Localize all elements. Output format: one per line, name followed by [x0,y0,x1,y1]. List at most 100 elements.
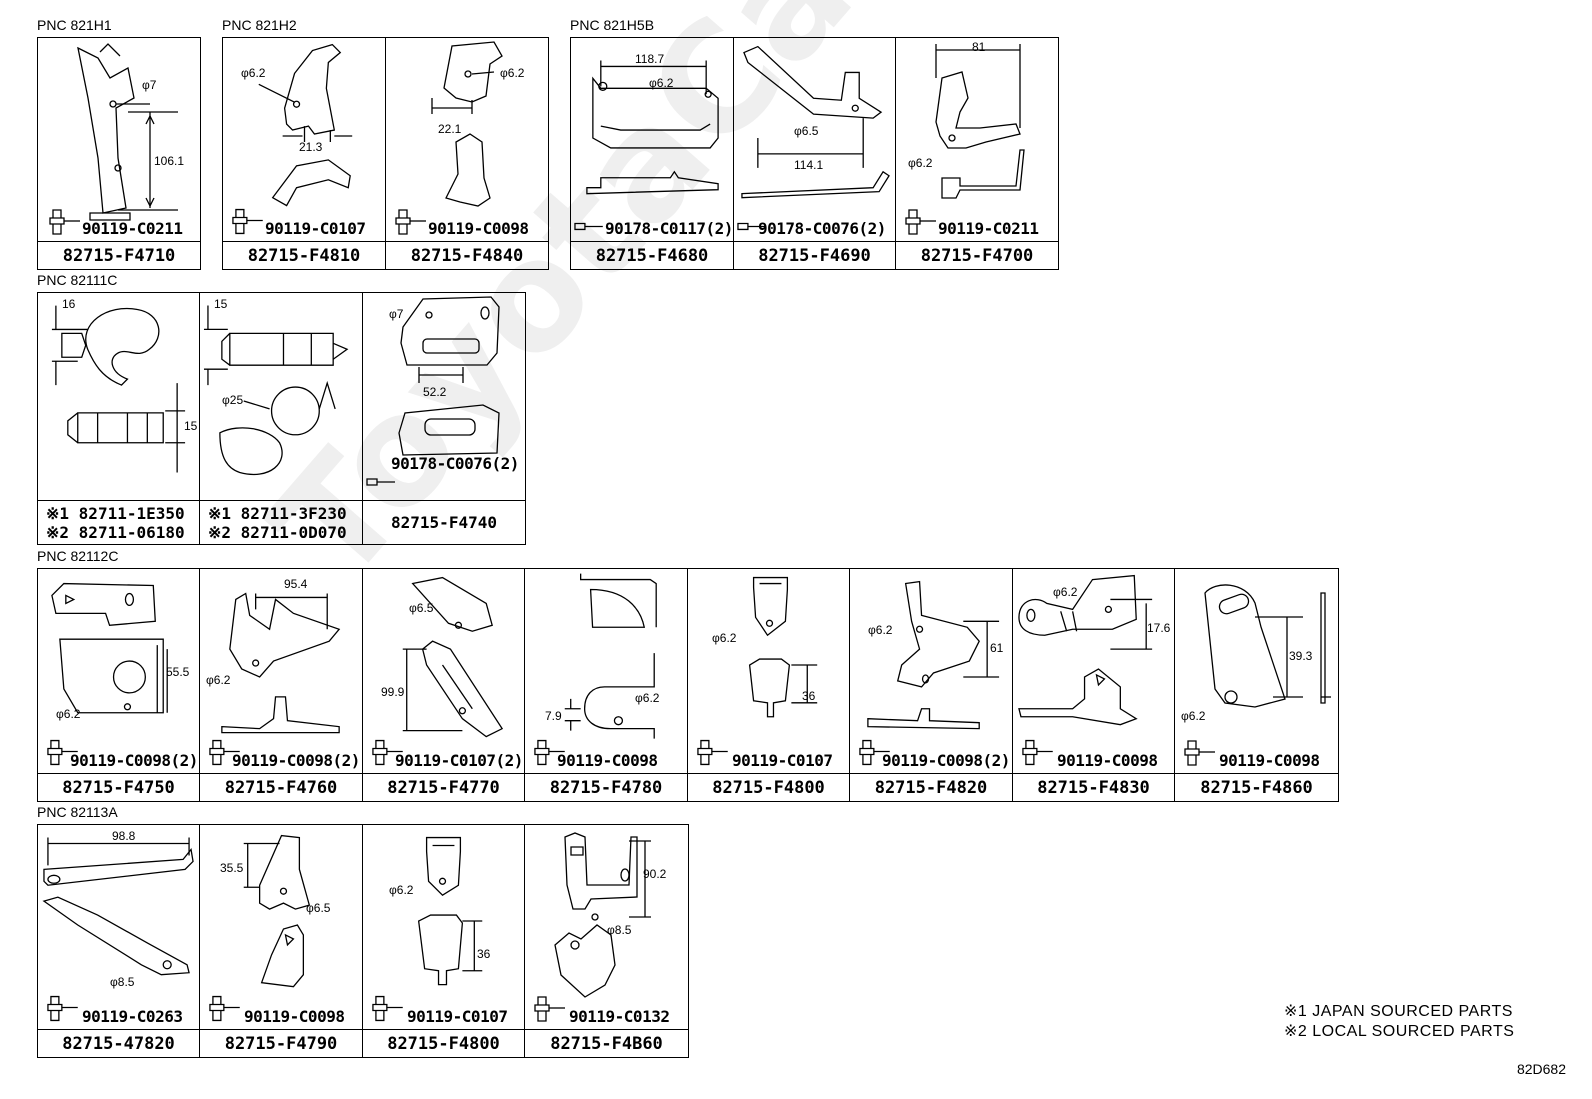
fastener: 90119-C0098 [1219,749,1320,771]
part-panel[interactable]: 90.2 φ8.5 90119-C0132 82715-F4B60 [525,825,688,1057]
fastener: 90119-C0098 [1057,749,1158,771]
part-panel[interactable]: 16 15 ※1 82711-1E350 ※2 82711-06180 [38,293,200,544]
part-drawing: 81 φ6.2 90119-C0211 [896,38,1058,241]
part-number: 82715-F4790 [200,1029,362,1057]
part-number: 82715-F4810 [223,241,385,269]
fastener-part-number: 90119-C0107 [407,1006,508,1026]
part-panel[interactable]: φ6.2 22.1 90119-C0098 82715-F4840 [386,38,548,269]
fastener-part-number: 90178-C0076(2) [391,453,519,473]
fastener-part-number: 90119-C0211 [938,218,1039,238]
part-drawing: φ6.2 61 90119-C0098(2) [850,569,1012,773]
part-panel[interactable]: 7.9 φ6.2 90119-C0098 82715-F4780 [525,569,688,801]
part-number: 82715-47820 [38,1029,199,1057]
part-number: 82715-F4770 [363,773,524,801]
pnc-label: PNC 821H2 [222,17,297,33]
dimension-label: 36 [802,689,816,703]
part-number: 82715-F4800 [363,1029,524,1057]
part-number: 82715-F4830 [1013,773,1174,801]
dimension-label: φ6.2 [649,76,674,90]
part-panel[interactable]: 35.5 φ6.5 90119-C0098 82715-F4790 [200,825,363,1057]
part-panel[interactable]: φ7 106.1 90119-C0211 82715-F4710 [38,38,200,269]
part-number: ※1 82711-1E350 ※2 82711-06180 [38,500,199,544]
part-number: 82715-F4750 [38,773,199,801]
fastener-part-number: 90119-C0107(2) [395,750,523,770]
part-drawing: 7.9 φ6.2 90119-C0098 [525,569,687,773]
dimension-label: φ8.5 [607,923,632,937]
part-panel[interactable]: 98.8 φ8.5 90119-C0263 82715-47820 [38,825,200,1057]
dimension-label: φ6.2 [908,156,933,170]
dimension-label: φ6.2 [712,631,737,645]
fastener-part-number: 90119-C0107 [265,218,366,238]
fastener: 90119-C0211 [938,217,1039,239]
part-panel[interactable]: φ6.2 61 90119-C0098(2) 82715-F4820 [850,569,1013,801]
part-panel[interactable]: φ6.5 99.9 90119-C0107(2) 82715-F4770 [363,569,525,801]
fastener: 90119-C0098(2) [882,749,1010,771]
local-part-number: ※2 82711-0D070 [208,522,347,542]
dimension-label: 99.9 [381,685,405,699]
fastener-part-number: 90119-C0107 [732,750,833,770]
dimension-label: 16 [62,297,76,311]
part-panel[interactable]: φ6.2 36 90119-C0107 82715-F4800 [688,569,850,801]
dimension-label: 39.3 [1289,649,1313,663]
group-pnc-82112c: PNC 82112C 55.5 φ6.2 90119-C0098(2) [37,548,1339,802]
part-panel[interactable]: 55.5 φ6.2 90119-C0098(2) 82715-F4750 [38,569,200,801]
part-panel[interactable]: 39.3 φ6.2 90119-C0098 82715-F4860 [1175,569,1338,801]
part-number: 82715-F4760 [200,773,362,801]
part-number-text: 82715-F4740 [391,513,497,532]
dimension-label: φ6.5 [794,124,819,138]
part-number: 82715-F4800 [688,773,849,801]
fastener-part-number: 90119-C0098 [557,750,658,770]
part-drawing: 90.2 φ8.5 90119-C0132 [525,825,688,1029]
part-panel[interactable]: φ7 52.2 90178-C0076(2) 82715-F4740 [363,293,525,544]
part-panel[interactable]: φ6.5 114.1 90178-C0076(2) 82715-F4690 [734,38,896,269]
part-panel[interactable]: φ6.2 36 90119-C0107 82715-F4800 [363,825,525,1057]
dimension-label: φ6.5 [409,601,434,615]
dimension-label: φ6.2 [206,673,231,687]
fastener: 90178-C0117(2) [605,217,733,239]
part-drawing: φ6.2 36 90119-C0107 [688,569,849,773]
dimension-label: 118.7 [635,52,665,66]
group-pnc-821h5b: PNC 821H5B 118.7 φ6.2 90178-C0117(2) 827… [570,17,1059,270]
fastener-part-number: 90119-C0098 [428,218,529,238]
pnc-label: PNC 82113A [37,804,118,820]
part-drawing: 98.8 φ8.5 90119-C0263 [38,825,199,1029]
pnc-label: PNC 821H1 [37,17,112,33]
part-panel[interactable]: 81 φ6.2 90119-C0211 82715-F4700 [896,38,1058,269]
fastener: 90119-C0098(2) [232,749,360,771]
dimension-label: 114.1 [794,158,824,172]
part-number: 82715-F4B60 [525,1029,688,1057]
part-number: 82715-F4820 [850,773,1012,801]
part-number: ※1 82711-3F230 ※2 82711-0D070 [200,500,362,544]
part-panel[interactable]: φ6.2 21.3 90119-C0107 82715-F4810 [223,38,386,269]
fastener: 90119-C0107 [407,1005,508,1027]
fastener: 90119-C0211 [82,217,183,239]
dimension-label: φ6.2 [389,883,414,897]
fastener: 90119-C0098 [557,749,658,771]
part-drawing: 95.4 φ6.2 90119-C0098(2) [200,569,362,773]
fastener-part-number: 90119-C0263 [82,1006,183,1026]
dimension-label: 81 [972,40,986,54]
part-number: 82715-F4860 [1175,773,1338,801]
dimension-label: 17.6 [1147,621,1171,635]
part-drawing: φ7 52.2 90178-C0076(2) [363,293,525,500]
diagram-code: 82D682 [1516,1061,1566,1077]
fastener: 90119-C0107 [732,749,833,771]
dimension-label: φ6.2 [241,66,266,80]
dimension-label: φ25 [222,393,244,407]
part-panel[interactable]: 95.4 φ6.2 90119-C0098(2) 82715-F4760 [200,569,363,801]
pnc-label: PNC 82112C [37,548,119,564]
part-panel[interactable]: φ6.2 17.6 90119-C0098 82715-F4830 [1013,569,1175,801]
fastener: 90178-C0076(2) [391,452,519,474]
dimension-label: 52.2 [423,385,447,399]
fastener-part-number: 90119-C0098(2) [232,750,360,770]
part-drawing: φ6.5 99.9 90119-C0107(2) [363,569,524,773]
part-panel[interactable]: 15 φ25 ※1 82711-3F230 ※2 82711-0D070 [200,293,363,544]
fastener: 90119-C0107 [265,217,366,239]
dimension-label: 21.3 [299,140,323,154]
dimension-label: φ6.2 [500,66,525,80]
part-drawing: φ6.2 21.3 90119-C0107 [223,38,385,241]
part-panel[interactable]: 118.7 φ6.2 90178-C0117(2) 82715-F4680 [571,38,734,269]
fastener: 90119-C0098 [428,217,529,239]
japan-part-number: ※1 82711-3F230 [208,503,347,523]
fastener-part-number: 90119-C0098(2) [882,750,1010,770]
